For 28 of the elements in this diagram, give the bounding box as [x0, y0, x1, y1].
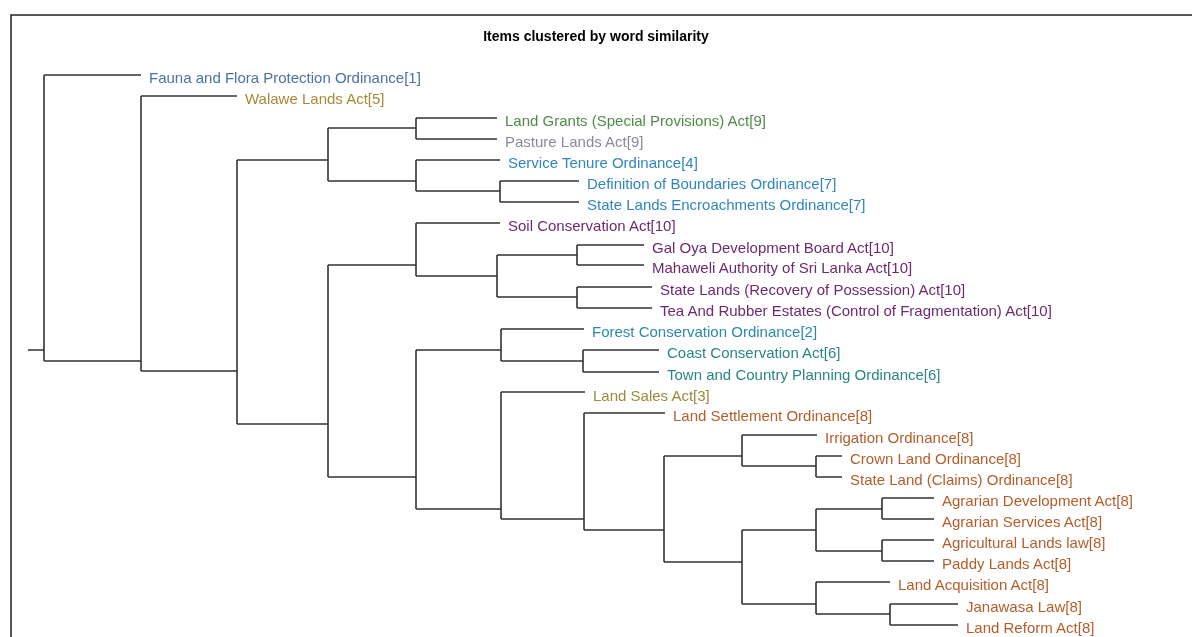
- leaf-label: Land Settlement Ordinance[8]: [673, 407, 873, 423]
- leaf-label: Service Tenure Ordinance[4]: [508, 154, 698, 170]
- leaf-label: Soil Conservation Act[10]: [508, 217, 676, 233]
- leaf-label: Forest Conservation Ordinance[2]: [592, 323, 818, 339]
- leaf-label: Paddy Lands Act[8]: [942, 555, 1072, 571]
- leaf-label: Land Reform Act[8]: [966, 619, 1095, 635]
- leaf-label: Janawasa Law[8]: [966, 598, 1082, 614]
- leaf-label: State Lands Encroachments Ordinance[7]: [587, 196, 866, 212]
- leaf-label: Crown Land Ordinance[8]: [850, 450, 1021, 466]
- leaf-label: Agrarian Services Act[8]: [942, 513, 1103, 529]
- leaf-label: Agricultural Lands law[8]: [942, 534, 1106, 550]
- leaf-label: Mahaweli Authority of Sri Lanka Act[10]: [652, 259, 913, 275]
- leaf-label: Definition of Boundaries Ordinance[7]: [587, 175, 837, 191]
- leaf-label: Land Acquisition Act[8]: [898, 576, 1049, 592]
- chart-title: Items clustered by word similarity: [483, 29, 709, 43]
- leaf-label: State Land (Claims) Ordinance[8]: [850, 471, 1073, 487]
- leaf-label: Pasture Lands Act[9]: [505, 133, 644, 149]
- leaf-label: Walawe Lands Act[5]: [245, 90, 385, 106]
- leaf-label: Land Grants (Special Provisions) Act[9]: [505, 112, 766, 128]
- leaf-label: State Lands (Recovery of Possession) Act[10]: [660, 281, 966, 297]
- leaf-label: Agrarian Development Act[8]: [942, 492, 1133, 508]
- leaf-label: Town and Country Planning Ordinance[6]: [667, 366, 941, 382]
- leaf-label: Land Sales Act[3]: [593, 387, 710, 403]
- leaf-label: Tea And Rubber Estates (Control of Fragmentation) Act[10]: [660, 302, 1052, 318]
- leaf-label: Gal Oya Development Board Act[10]: [652, 239, 894, 255]
- leaf-label: Fauna and Flora Protection Ordinance[1]: [149, 69, 421, 85]
- leaf-label: Coast Conservation Act[6]: [667, 344, 841, 360]
- leaf-label: Irrigation Ordinance[8]: [825, 429, 974, 445]
